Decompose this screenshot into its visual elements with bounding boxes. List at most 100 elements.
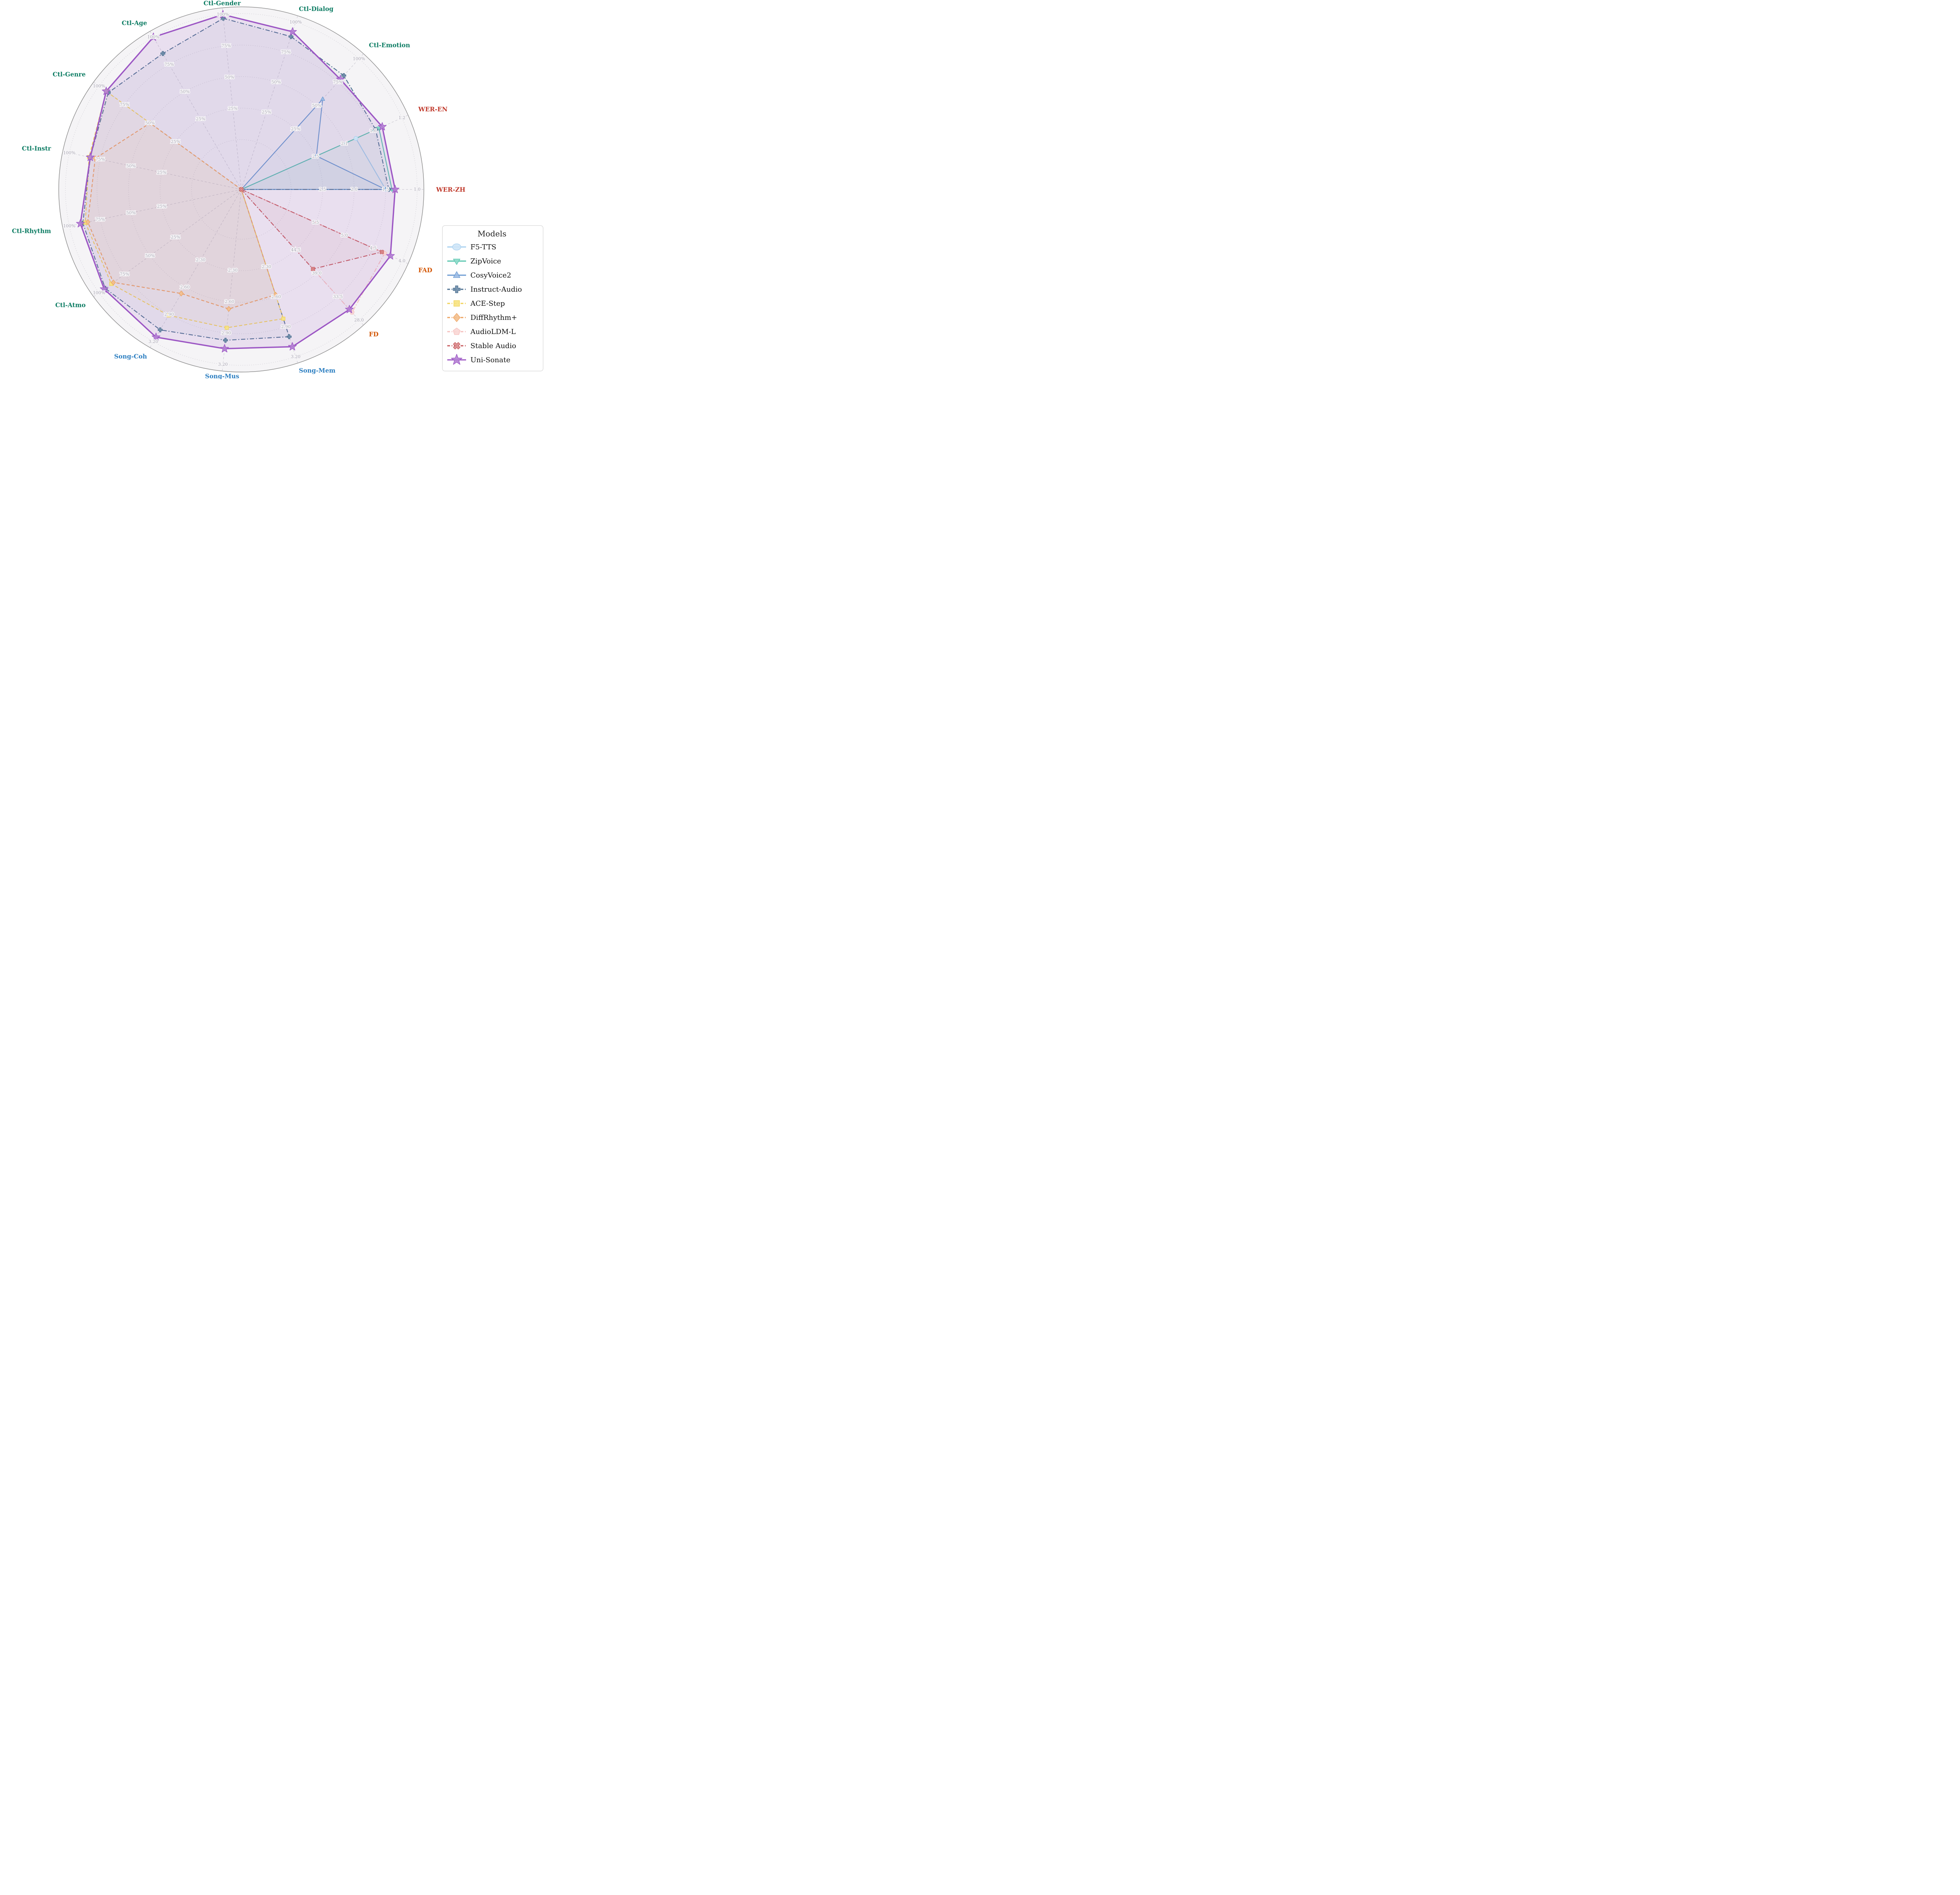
legend-marker-x-icon — [447, 342, 466, 350]
star-marker-shape — [152, 332, 160, 341]
marker-DiffRhythm+-Ctl-Genre — [147, 120, 152, 126]
legend-sample — [453, 342, 461, 350]
axis-label-FAD: FAD — [418, 266, 432, 274]
legend-sample — [453, 259, 461, 265]
marker-Uni-Sonate-Ctl-Emotion — [336, 74, 345, 83]
plus-marker-shape — [373, 127, 378, 132]
ring-tick-label: 1.5 — [382, 187, 389, 192]
marker-F5-TTS-WER-EN — [354, 136, 358, 141]
star-marker-shape — [345, 305, 354, 313]
marker-Uni-Sonate-Ctl-Instr — [86, 152, 95, 161]
ring-tick-label: 2.60 — [225, 299, 234, 304]
diamond-marker-shape — [111, 280, 116, 285]
series-fill-F5-TTS — [241, 138, 386, 190]
ring-tick-label: 100% — [93, 290, 105, 295]
grid-spoke-Ctl-Instr — [62, 151, 241, 190]
ring-tick-label: 75% — [120, 102, 129, 107]
ring-tick-label: 2.90 — [281, 324, 291, 329]
marker-Instruct-Audio-WER-ZH — [386, 187, 391, 192]
ring-tick-label: 2.60 — [180, 285, 190, 290]
marker-DiffRhythm+-Song-Mem — [273, 292, 278, 298]
ring-tick-label: 3.20 — [149, 339, 158, 344]
ring-tick-label: 75% — [164, 62, 174, 67]
ring-tick-label: 2.60 — [271, 294, 281, 299]
legend-marker-circle-icon — [447, 243, 466, 250]
ring-tick-label: 100% — [63, 223, 75, 229]
series-line-Instruct-Audio — [82, 18, 389, 341]
ring-tick-label: 28.0 — [354, 318, 364, 323]
star-marker-shape — [288, 27, 297, 36]
ring-tick-label: 5.0 — [341, 233, 348, 238]
legend-sample — [452, 243, 461, 250]
marker-Uni-Sonate-FD — [345, 305, 354, 313]
ring-tick-label: 25% — [157, 204, 167, 209]
legend-item-AudioLDM-L: AudioLDM-L — [446, 325, 537, 339]
diamond-marker-shape — [179, 290, 184, 296]
marker-Uni-Sonate-Ctl-Dialog — [288, 27, 297, 36]
star-marker-shape — [386, 251, 395, 260]
square-marker-shape — [454, 300, 460, 307]
axis-label-Ctl-Age: Ctl-Age — [122, 19, 147, 27]
series-fill-Stable Audio — [241, 189, 382, 269]
triangle-up-marker-shape — [320, 96, 325, 101]
star-marker-shape — [288, 342, 297, 350]
ring-tick-label: 50% — [126, 163, 136, 169]
legend-item-ZipVoice: ZipVoice — [446, 254, 537, 268]
axis-label-FD: FD — [369, 330, 378, 338]
legend-item-label: Uni-Sonate — [470, 356, 510, 364]
ring-tick-label: 2.30 — [228, 268, 238, 273]
diamond-marker-shape — [147, 120, 152, 126]
series-layer — [80, 14, 396, 350]
marker-Instruct-Audio-Song-Mem — [287, 334, 292, 339]
ring-tick-label: 2.30 — [261, 264, 271, 269]
ring-tick-label: 5.5 — [312, 220, 319, 225]
plus-marker-shape — [160, 51, 165, 56]
star-marker-shape — [149, 33, 158, 41]
series-fill-CosyVoice2 — [241, 99, 386, 190]
axis-label-Ctl-Atmo: Ctl-Atmo — [55, 301, 85, 309]
legend-item-CosyVoice2: CosyVoice2 — [446, 268, 537, 282]
ring-tick-label: 1.6 — [370, 128, 377, 133]
ring-tick-label: 4.5 — [370, 245, 377, 250]
ring-tick-label: 2.90 — [221, 330, 231, 336]
legend-item-label: AudioLDM-L — [470, 327, 516, 336]
grid-spoke-Song-Mus — [222, 189, 242, 371]
ring-tick-label: 2.0 — [351, 187, 358, 192]
series-fill-AudioLDM-L — [241, 189, 385, 312]
legend-item-label: Instruct-Audio — [470, 285, 522, 294]
star-marker-shape — [336, 74, 345, 83]
legend-item-Uni-Sonate: Uni-Sonate — [446, 353, 537, 367]
ring-tick-label: 2.90 — [164, 312, 174, 317]
triangle-up-marker-shape — [453, 271, 461, 278]
legend-sample — [453, 313, 461, 322]
x-marker-shape — [379, 249, 384, 254]
series-line-Uni-Sonate — [80, 14, 396, 350]
circle-marker-shape — [354, 136, 358, 141]
plus-marker-shape — [341, 73, 347, 78]
legend-item-ACE-Step: ACE-Step — [446, 296, 537, 310]
series-fill-DiffRhythm+ — [88, 123, 276, 309]
axis-label-Ctl-Gender: Ctl-Gender — [203, 0, 241, 7]
legend-title: Models — [477, 229, 506, 238]
legend-sample — [453, 327, 461, 335]
legend-sample — [451, 354, 463, 365]
ring-tick-label: 25% — [291, 127, 300, 132]
star-marker-shape — [86, 152, 95, 161]
marker-Instruct-Audio-Song-Mus — [223, 338, 228, 343]
ring-tick-label: 75% — [95, 217, 105, 222]
ring-tick-label: 100% — [217, 12, 229, 17]
ring-tick-label: 25% — [261, 109, 271, 114]
square-marker-shape — [281, 316, 285, 321]
triangle-up-marker-shape — [314, 153, 319, 158]
plus-marker-shape — [289, 34, 294, 39]
series-fill-Uni-Sonate — [80, 15, 395, 349]
ring-tick-label: 50% — [145, 253, 155, 258]
legend-marker-pentagon-icon — [447, 327, 466, 335]
plus-marker-shape — [453, 285, 461, 293]
x-marker-shape — [453, 342, 461, 350]
marker-Uni-Sonate-Song-Mem — [288, 342, 297, 350]
diamond-marker-shape — [226, 306, 231, 312]
